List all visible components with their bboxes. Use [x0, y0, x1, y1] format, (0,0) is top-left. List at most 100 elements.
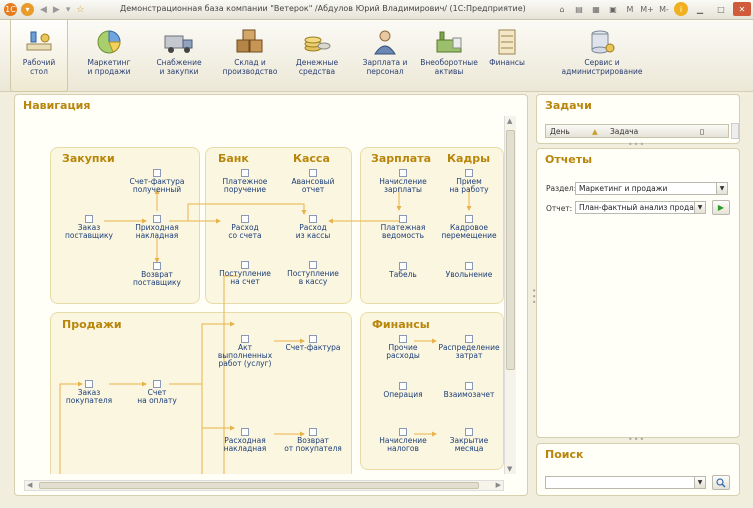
section-warehouse[interactable]: Склад и производство: [218, 20, 282, 92]
document-icon: [465, 169, 473, 177]
section-dropdown-icon[interactable]: ▼: [716, 182, 728, 195]
print-icon[interactable]: ▤: [575, 4, 583, 14]
window-title: Демонстрационная база компании "Ветерок"…: [120, 4, 526, 13]
node-cash-expense[interactable]: Расход из кассы: [278, 215, 348, 240]
document-icon: [399, 335, 407, 343]
document-icon: [309, 169, 317, 177]
search-dropdown-icon[interactable]: ▼: [694, 476, 706, 489]
section-desktop[interactable]: Рабочий стол: [10, 20, 68, 92]
back-icon[interactable]: ◀: [40, 4, 47, 15]
forward-icon[interactable]: ▶: [52, 4, 60, 15]
node-customer-order[interactable]: Заказ покупателя: [54, 380, 124, 405]
search-title: Поиск: [545, 448, 584, 461]
section-marketing[interactable]: Маркетинг и продажи: [80, 20, 138, 92]
document-icon: [85, 380, 93, 388]
section-supply[interactable]: Снабжение и закупки: [148, 20, 210, 92]
minimize-button[interactable]: ▁: [696, 4, 704, 14]
node-receipt-invoice[interactable]: Приходная накладная: [122, 215, 192, 240]
group-purchases: [50, 147, 200, 304]
search-button[interactable]: [712, 475, 730, 490]
factory-icon: [436, 31, 462, 53]
document-icon: [465, 335, 473, 343]
report-dropdown-icon[interactable]: ▼: [694, 201, 706, 214]
group-sales-title: Продажи: [62, 318, 122, 331]
memory-plus-button[interactable]: M+: [640, 4, 654, 14]
section-select[interactable]: Маркетинг и продажи: [575, 182, 717, 195]
document-icon: [85, 215, 93, 223]
calendar-icon[interactable]: ▦: [592, 4, 600, 14]
memory-minus-button[interactable]: M-: [659, 4, 669, 14]
node-hiring[interactable]: Прием на работу: [434, 169, 504, 194]
column-task[interactable]: Задача: [610, 127, 639, 136]
document-icon: [399, 215, 407, 223]
section-salary[interactable]: Зарплата и персонал: [356, 20, 414, 92]
navigation-vertical-scrollbar[interactable]: ▲ ▼: [504, 116, 516, 474]
node-sales-invoice[interactable]: Расходная накладная: [210, 428, 280, 453]
node-offset[interactable]: Взаимозачет: [434, 382, 504, 399]
tasks-title: Задачи: [545, 99, 592, 112]
node-payroll[interactable]: Платежная ведомость: [368, 215, 438, 240]
memory-button[interactable]: M: [626, 4, 634, 14]
reports-splitter[interactable]: •••: [628, 435, 646, 444]
group-bank-title: Банк: [218, 152, 249, 165]
section-assets[interactable]: Внеоборотные активы: [420, 20, 478, 92]
node-supplier-order[interactable]: Заказ поставщику: [54, 215, 124, 240]
node-timesheet[interactable]: Табель: [368, 262, 438, 279]
node-payment-order[interactable]: Платежное поручение: [210, 169, 280, 194]
node-work-act[interactable]: Акт выполненных работ (услуг): [210, 335, 280, 368]
node-month-close[interactable]: Закрытие месяца: [434, 428, 504, 453]
info-icon[interactable]: i: [674, 2, 688, 16]
document-icon: [241, 335, 249, 343]
tasks-table-header: День ▲ Задача ▯: [545, 124, 729, 138]
vertical-splitter[interactable]: •••: [529, 288, 538, 306]
node-invoice-received[interactable]: Счет-фактура полученный: [122, 169, 192, 194]
node-transfer[interactable]: Кадровое перемещение: [434, 215, 504, 240]
home-icon[interactable]: ⌂: [559, 4, 565, 14]
node-cash-income[interactable]: Поступление в кассу: [278, 261, 348, 286]
section-finance[interactable]: Финансы: [478, 20, 536, 92]
node-supplier-return[interactable]: Возврат поставщику: [122, 262, 192, 287]
node-cost-distribution[interactable]: Распределение затрат: [434, 335, 504, 360]
scroll-up-icon[interactable]: ▲: [507, 117, 513, 125]
document-icon: [399, 169, 407, 177]
scroll-down-icon[interactable]: ▼: [507, 465, 513, 473]
filter-icon[interactable]: ▯: [700, 127, 705, 136]
app-logo-icon[interactable]: 1С: [4, 3, 17, 16]
report-select[interactable]: План-фактный анализ продаж: [575, 201, 695, 214]
node-customer-return[interactable]: Возврат от покупателя: [278, 428, 348, 453]
node-advance-report[interactable]: Авансовый отчет: [278, 169, 348, 194]
node-operation[interactable]: Операция: [368, 382, 438, 399]
scroll-right-icon[interactable]: ▶: [495, 481, 501, 489]
column-day[interactable]: День: [550, 127, 570, 136]
scroll-thumb[interactable]: [506, 130, 515, 370]
node-tax-accrual[interactable]: Начисление налогов: [368, 428, 438, 453]
node-other-expenses[interactable]: Прочие расходы: [368, 335, 438, 360]
node-invoice[interactable]: Счет-фактура: [278, 335, 348, 352]
boxes-icon: [236, 29, 263, 53]
maximize-button[interactable]: □: [717, 4, 725, 14]
menu-icon[interactable]: ▾: [21, 3, 34, 16]
tasks-splitter[interactable]: •••: [628, 140, 646, 149]
search-input[interactable]: [545, 476, 695, 489]
favorites-icon[interactable]: ☆: [76, 4, 85, 15]
node-dismissal[interactable]: Увольнение: [434, 262, 504, 279]
close-button[interactable]: ✕: [733, 2, 751, 16]
document-icon: [241, 169, 249, 177]
node-account-income[interactable]: Поступление на счет: [210, 261, 280, 286]
scroll-thumb[interactable]: [39, 482, 479, 489]
section-service[interactable]: Сервис и администрирование: [556, 20, 648, 92]
document-icon: [309, 215, 317, 223]
node-payment-invoice[interactable]: Счет на оплату: [122, 380, 192, 405]
node-account-expense[interactable]: Расход со счета: [210, 215, 280, 240]
run-report-button[interactable]: ▶: [712, 200, 730, 215]
section-money[interactable]: Денежные средства: [288, 20, 346, 92]
history-icon[interactable]: ▾: [65, 4, 71, 15]
calc-icon[interactable]: ▣: [609, 4, 617, 14]
reports-panel: Отчеты: [536, 148, 740, 438]
navigation-horizontal-scrollbar[interactable]: ◀ ▶: [24, 480, 504, 491]
navigation-diagram: Закупки Банк Касса Зарплата Кадры Продаж…: [24, 116, 504, 474]
desktop-icon: [26, 31, 52, 51]
tasks-scrollbar[interactable]: [731, 123, 739, 139]
scroll-left-icon[interactable]: ◀: [27, 481, 33, 489]
node-salary-accrual[interactable]: Начисление зарплаты: [368, 169, 438, 194]
